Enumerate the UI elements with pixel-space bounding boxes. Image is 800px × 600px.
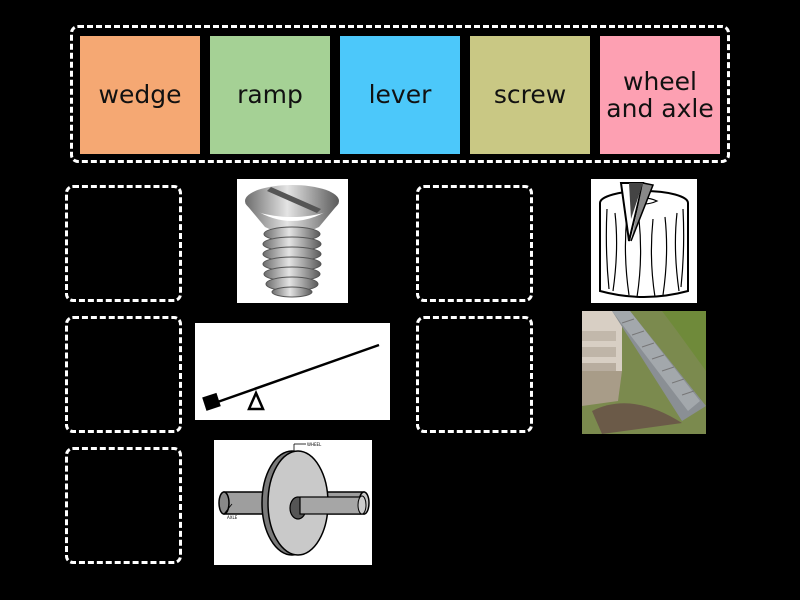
axle-label: AXLE — [227, 515, 238, 520]
drop-zone-screw[interactable] — [65, 185, 182, 302]
wheel-label: WHEEL — [307, 442, 322, 447]
tile-wedge[interactable]: wedge — [80, 36, 200, 154]
drop-zone-ramp[interactable] — [416, 316, 533, 433]
screw-image — [237, 179, 348, 303]
lever-image — [195, 323, 390, 420]
wedge-log-image — [591, 179, 697, 303]
ramp-photo-image — [582, 311, 706, 434]
label-tray — [70, 25, 730, 163]
drop-zone-wedge[interactable] — [416, 185, 533, 302]
tile-ramp[interactable]: ramp — [210, 36, 330, 154]
tile-lever[interactable]: lever — [340, 36, 460, 154]
drop-zone-lever[interactable] — [65, 316, 182, 433]
tile-screw[interactable]: screw — [470, 36, 590, 154]
drop-zone-wheel-and-axle[interactable] — [65, 447, 182, 564]
wheel-and-axle-image: WHEEL AXLE — [214, 440, 372, 565]
tile-wheel-and-axle[interactable]: wheel and axle — [600, 36, 720, 154]
